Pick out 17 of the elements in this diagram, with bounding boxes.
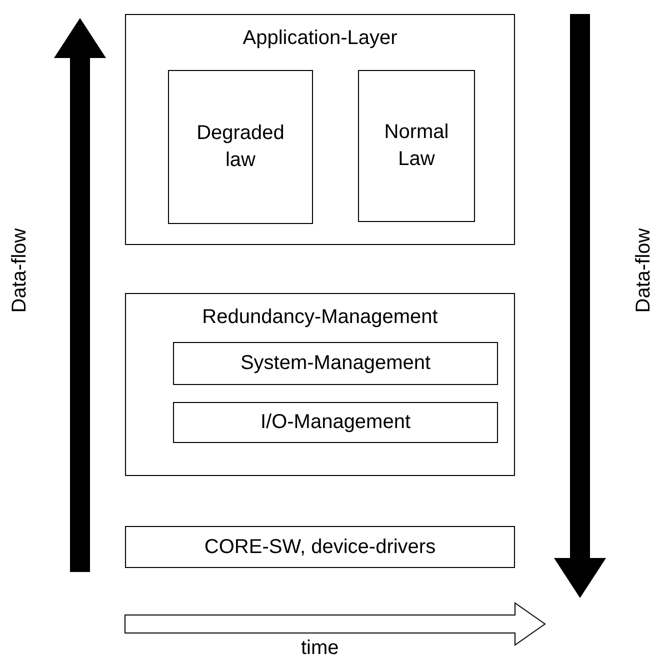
layer-label: I/O-Management — [259, 410, 412, 435]
layer-label: Normal Law — [383, 120, 450, 172]
layer-box — [173, 402, 498, 443]
time-label: time — [301, 636, 339, 660]
layer-label: Degraded law — [196, 121, 286, 173]
layer-box — [125, 14, 515, 245]
layer-box — [168, 70, 313, 224]
axis-label: Data-flow — [632, 228, 656, 312]
layer-label: Application-Layer — [242, 27, 398, 50]
axis-label: Data-flow — [8, 228, 32, 312]
layer-box — [125, 293, 515, 476]
layer-label: System-Management — [239, 351, 432, 376]
layer-box — [173, 342, 498, 385]
layer-label: Redundancy-Management — [201, 306, 439, 329]
layer-label: CORE-SW, device-drivers — [203, 534, 437, 560]
layer-box — [125, 526, 515, 568]
layer-box — [358, 70, 475, 222]
